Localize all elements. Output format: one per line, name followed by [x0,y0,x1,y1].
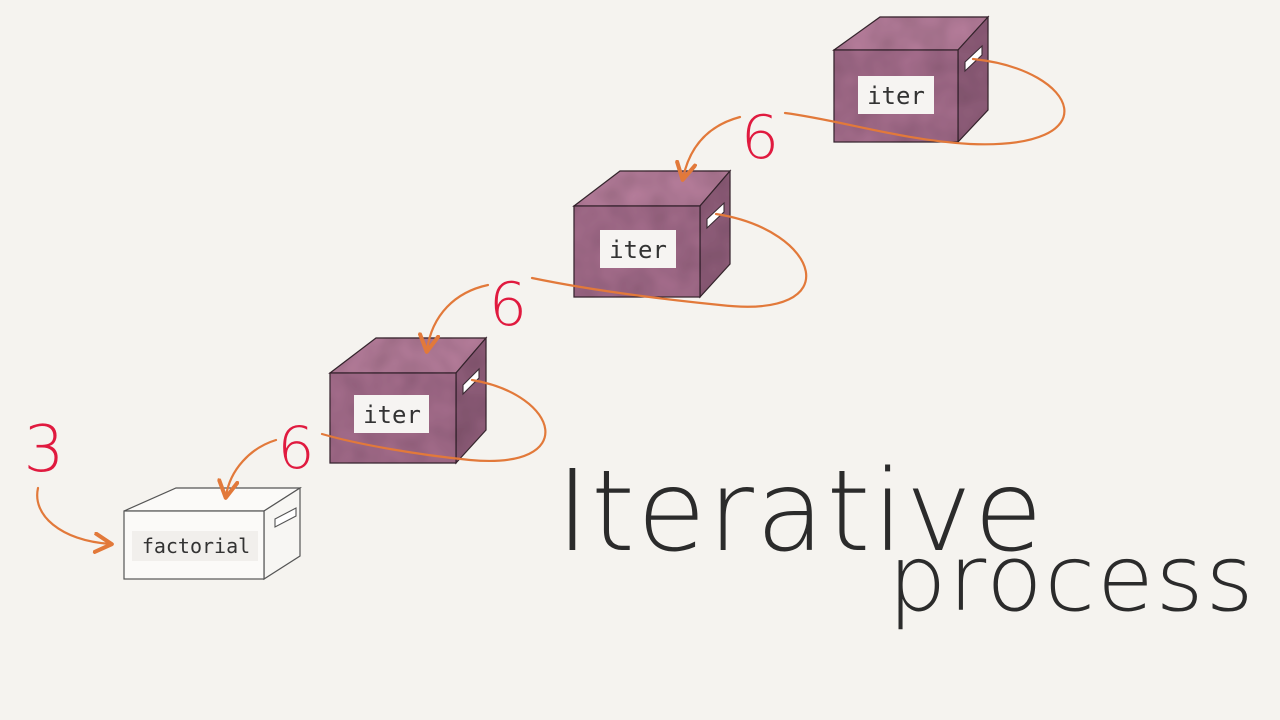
iter-box-1-handle [462,367,480,396]
iter-box-2-label: iter [609,236,667,264]
result-6-level-3: 6 [741,103,779,173]
values: 3 6 6 6 [24,103,779,487]
iter-box-2-label-bg [600,230,676,268]
iter-box-2-return-loop [530,212,808,308]
iter-box-3-label: iter [867,82,925,110]
pass-arrows [36,115,742,544]
factorial-label: factorial [142,534,250,558]
iter-box-1-return-loop [320,378,547,463]
title-line-2: process [888,525,1256,632]
iter-box-2: iter [572,169,732,299]
iter-box-2-handle [706,201,725,230]
iter-box-1-label-bg [354,395,429,433]
iter-box-3-label-bg [858,76,934,114]
input-value-3: 3 [24,413,65,487]
iter-box-3-return-loop [783,57,1066,146]
title: Iterative process [556,447,1256,632]
factorial-label-bg [132,531,258,561]
factorial-box: factorial [123,486,303,581]
arrow-6-to-factorial [226,438,278,496]
factorial-box-handle [274,507,297,528]
arrow-6-to-iter-2 [683,115,742,178]
result-6-level-2: 6 [489,270,527,340]
result-6-level-1: 6 [278,414,315,482]
arrow-3-to-factorial [36,486,110,544]
title-line-1: Iterative [556,447,1045,577]
iter-box-1: iter [328,336,488,465]
iter-box-1-label: iter [363,401,421,429]
return-loops [320,57,1066,463]
iter-box-3: iter [832,15,990,144]
arrow-6-to-iter-1 [427,283,490,350]
